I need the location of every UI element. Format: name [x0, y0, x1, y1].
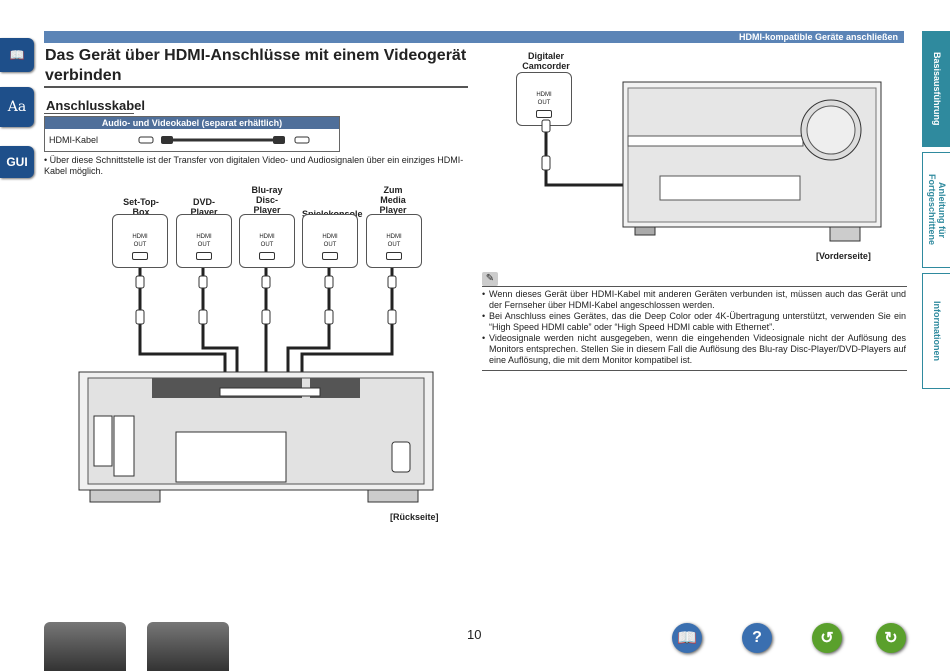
gui-icon: GUI: [6, 155, 28, 169]
dvd-thumbnail[interactable]: [147, 622, 229, 671]
device-dvd-player: HDMI OUT: [176, 214, 232, 268]
hdmi-port-icon: [386, 252, 402, 260]
port-label: HDMI OUT: [536, 92, 552, 106]
section-title: HDMI-kompatible Geräte anschließen: [738, 32, 898, 42]
page-title: Das Gerät über HDMI-Anschlüsse mit einem…: [45, 47, 467, 84]
device-label-bluray-player: Blu-ray Disc- Player: [251, 185, 283, 215]
front-panel-caption: [Vorderseite]: [816, 251, 871, 261]
back-button[interactable]: ↺: [812, 623, 842, 653]
device-set-top-box: HDMI OUT: [112, 214, 168, 268]
index-tab[interactable]: Aa: [0, 87, 34, 127]
subtitle-divider: [44, 113, 134, 114]
notes-divider-top: [482, 286, 907, 287]
port-label: HDMI OUT: [386, 234, 402, 248]
question-icon: ?: [752, 629, 762, 646]
port-label: HDMI OUT: [196, 234, 212, 248]
title-divider: [44, 86, 468, 88]
front-connection-diagram: [541, 81, 882, 242]
device-bluray-player: HDMI OUT: [239, 214, 295, 268]
forward-button[interactable]: ↻: [876, 623, 906, 653]
hdmi-port-icon: [259, 252, 275, 260]
book-icon: 📖: [677, 630, 697, 647]
contents-button[interactable]: 📖: [672, 623, 702, 653]
gui-tab[interactable]: GUI: [0, 146, 34, 178]
hdmi-port-icon: [536, 110, 552, 118]
tab-label: Basisausführung: [932, 52, 942, 126]
port-label: HDMI OUT: [132, 234, 148, 248]
cable-table-heading: Audio- und Videokabel (separat erhältlic…: [45, 117, 339, 129]
list-item: Wenn dieses Gerät über HDMI-Kabel mit an…: [482, 289, 906, 311]
book-icon: 📖: [9, 48, 25, 62]
cable-table: Audio- und Videokabel (separat erhältlic…: [44, 116, 340, 152]
section-header-bar: HDMI-kompatible Geräte anschließen: [44, 31, 904, 43]
index-icon: Aa: [7, 99, 27, 115]
list-item: Videosignale werden nicht ausgegeben, we…: [482, 333, 906, 366]
device-game-console: HDMI OUT: [302, 214, 358, 268]
tab-basisausfuehrung[interactable]: Basisausführung: [922, 31, 950, 147]
back-arrow-icon: ↺: [820, 630, 834, 647]
device-label-set-top-box: Set-Top- Box: [123, 197, 159, 217]
forward-arrow-icon: ↻: [884, 630, 898, 647]
hdmi-port-icon: [322, 252, 338, 260]
tab-label: Informationen: [932, 301, 942, 361]
hdmi-port-icon: [196, 252, 212, 260]
device-camcorder: HDMI OUT: [516, 72, 572, 126]
receiver-thumbnail[interactable]: [44, 622, 126, 671]
cable-row: HDMI-Kabel: [45, 129, 339, 151]
device-label-media-player: Zum Media Player: [379, 185, 407, 215]
tab-label: Anleitung für Fortgeschrittene: [927, 174, 947, 246]
notes-divider-bottom: [482, 370, 907, 371]
help-button[interactable]: ?: [742, 623, 772, 653]
pencil-icon: ✎: [482, 272, 498, 286]
device-label-camcorder: Digitaler Camcorder: [522, 51, 570, 71]
rear-connection-diagram: [78, 268, 434, 503]
section-subtitle: Anschlusskabel: [46, 98, 145, 113]
device-label-dvd-player: DVD- Player: [190, 197, 218, 217]
tab-informationen[interactable]: Informationen: [922, 273, 950, 389]
manual-tab[interactable]: 📖: [0, 38, 34, 72]
tab-fortgeschrittene[interactable]: Anleitung für Fortgeschrittene: [922, 152, 950, 268]
page-number: 10: [467, 627, 482, 642]
cable-label: HDMI-Kabel: [49, 135, 99, 145]
device-media-player: HDMI OUT: [366, 214, 422, 268]
port-label: HDMI OUT: [322, 234, 338, 248]
note-text: • Über diese Schnittstelle ist der Trans…: [44, 155, 464, 176]
list-item: Bei Anschluss eines Gerätes, das die Dee…: [482, 311, 906, 333]
hdmi-port-icon: [132, 252, 148, 260]
notes-list: Wenn dieses Gerät über HDMI-Kabel mit an…: [482, 289, 906, 366]
rear-panel-caption: [Rückseite]: [390, 512, 439, 522]
port-label: HDMI OUT: [259, 234, 275, 248]
hdmi-cable-icon: [138, 136, 310, 144]
